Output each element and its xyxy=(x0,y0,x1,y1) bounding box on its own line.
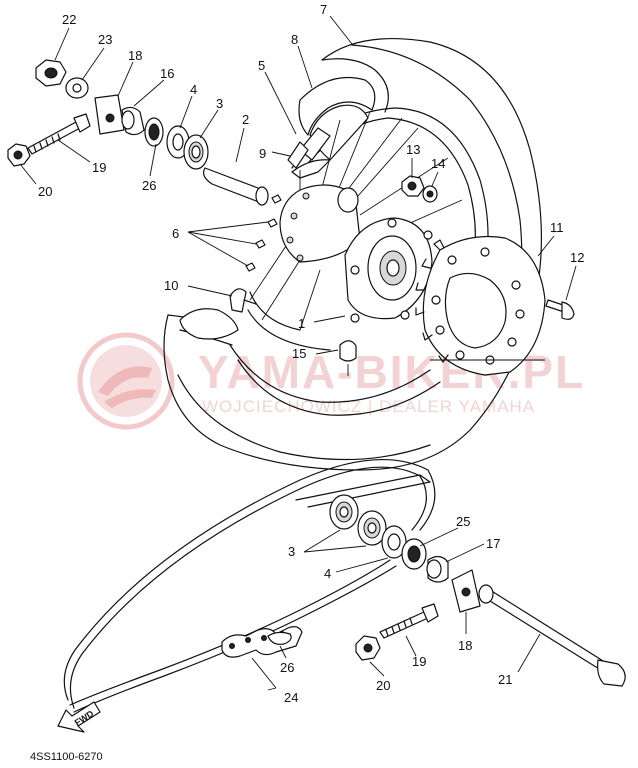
oil-seal-26-upper xyxy=(144,117,164,147)
callout-20-upper: 20 xyxy=(38,184,52,199)
tire xyxy=(163,37,542,471)
bolt-12 xyxy=(545,299,575,320)
callout-23: 23 xyxy=(98,32,112,47)
watermark-logo xyxy=(77,332,175,430)
collar-16 xyxy=(121,106,145,136)
bolt-19-lower xyxy=(379,603,439,639)
callout-20-lower: 20 xyxy=(376,678,390,693)
chain-puller-18-upper xyxy=(94,94,125,135)
callout-18: 18 xyxy=(128,48,142,63)
valve-stem xyxy=(179,288,257,340)
callout-5: 5 xyxy=(258,58,265,73)
callout-22: 22 xyxy=(62,12,76,27)
watermark-tagline: WOJCIECHOWICZ | DEALER YAMAHA xyxy=(202,397,535,416)
callout-26-upper: 26 xyxy=(142,178,156,193)
nut-20-lower xyxy=(355,635,381,661)
chain-joint-25 xyxy=(221,626,303,658)
callout-4-upper: 4 xyxy=(190,82,197,97)
diagram-code: 4SS1100-6270 xyxy=(30,751,103,763)
chain-puller-18-lower xyxy=(451,569,481,613)
bearing-3-lower-a xyxy=(329,494,359,530)
callout-12: 12 xyxy=(570,250,584,265)
callout-14: 14 xyxy=(431,156,445,171)
callout-11: 11 xyxy=(550,220,564,235)
callout-26-lower: 25 xyxy=(456,514,470,529)
callout-10: 10 xyxy=(164,278,178,293)
callout-16: 16 xyxy=(160,66,174,81)
nut-15 xyxy=(339,340,357,376)
callout-8: 8 xyxy=(291,32,298,47)
callout-24: 24 xyxy=(284,690,298,705)
nut-22 xyxy=(35,59,67,87)
axle-21 xyxy=(478,584,626,687)
leader-lines xyxy=(19,15,577,691)
drive-chain xyxy=(63,458,436,713)
bearing-3-upper xyxy=(183,134,209,170)
callout-21: 21 xyxy=(498,672,512,687)
tube-and-rim-band xyxy=(287,76,376,179)
callout-7: 7 xyxy=(320,2,327,17)
callout-18-lower: 18 xyxy=(458,638,472,653)
spacer-2 xyxy=(202,167,269,206)
sprocket xyxy=(415,235,546,376)
callout-13: 13 xyxy=(406,142,420,157)
callout-labels: 22 23 18 16 4 3 2 26 19 20 7 8 5 9 6 10 … xyxy=(38,2,584,705)
callout-15: 15 xyxy=(292,346,306,361)
callout-3-upper: 3 xyxy=(216,96,223,111)
callout-6: 6 xyxy=(172,226,179,241)
circlip-4-lower xyxy=(381,525,407,559)
oil-seal-26-lower xyxy=(401,538,427,570)
watermark: YAMA-BIKER.PL WOJCIECHOWICZ | DEALER YAM… xyxy=(77,332,583,430)
bearing-3-lower-b xyxy=(357,510,387,546)
callout-19-lower: 19 xyxy=(412,654,426,669)
callout-4-lower: 4 xyxy=(324,566,331,581)
callout-19-upper: 19 xyxy=(92,160,106,175)
callout-1: 1 xyxy=(298,316,305,331)
bolts-6 xyxy=(245,194,282,272)
callout-3-lower: 3 xyxy=(288,544,295,559)
callout-17: 17 xyxy=(486,536,500,551)
washer-14 xyxy=(422,185,438,203)
callout-9: 9 xyxy=(259,146,266,161)
collar-17 xyxy=(426,555,449,583)
nut-13 xyxy=(401,175,425,197)
washer-23 xyxy=(65,77,89,99)
hub xyxy=(279,184,437,323)
bolt-19-upper xyxy=(27,113,91,155)
callout-2: 2 xyxy=(242,112,249,127)
fwd-arrow: FWD xyxy=(57,701,101,733)
nut-20-upper xyxy=(7,143,31,167)
callout-25: 26 xyxy=(280,660,294,675)
